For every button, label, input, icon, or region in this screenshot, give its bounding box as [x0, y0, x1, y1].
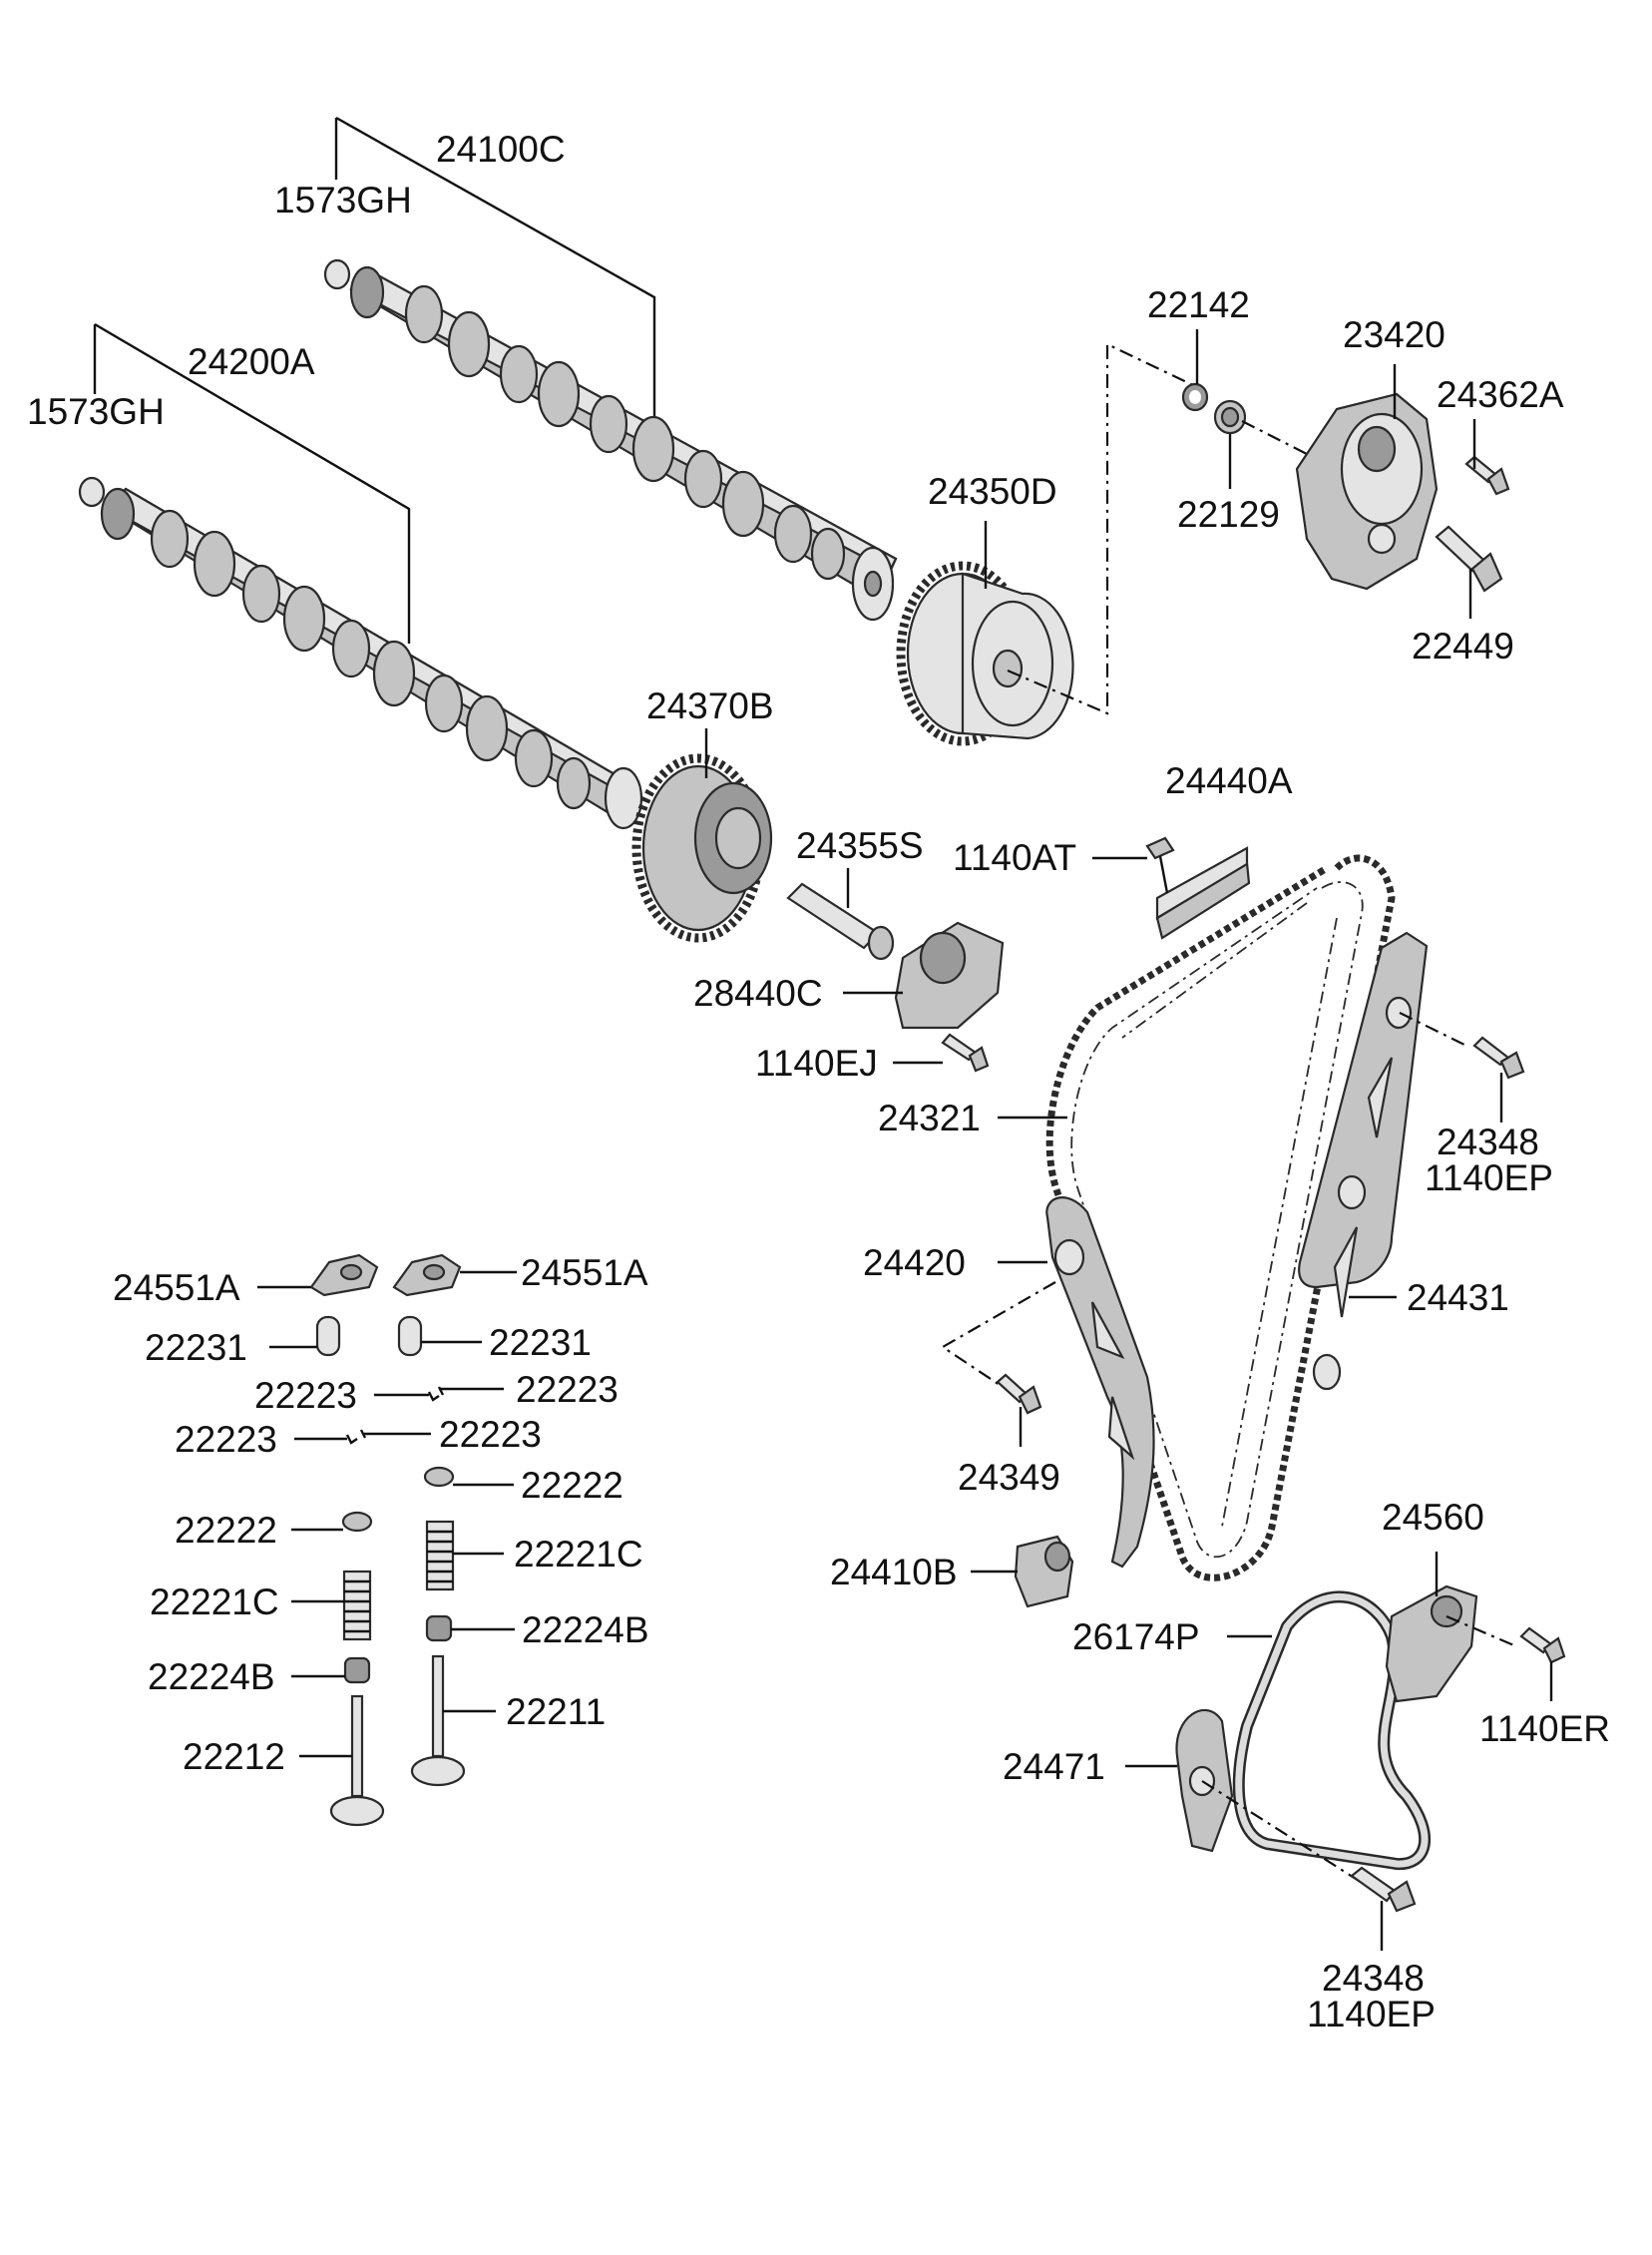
rocker-right-part	[392, 1253, 462, 1297]
exhaust-camshaft	[349, 265, 898, 622]
bolt-24348-b-dash	[1201, 1780, 1368, 1887]
bolt-1140er-part	[1519, 1626, 1566, 1664]
guide-24440a-part	[1155, 846, 1251, 940]
label-22142: 22142	[1147, 284, 1250, 325]
bolt-1140er-dash	[1446, 1614, 1517, 1648]
bolt-22449-part	[1435, 525, 1503, 593]
seal-22129-inner	[1220, 406, 1240, 428]
label-leaders	[257, 329, 1553, 1951]
bolt-1140at-part	[1145, 836, 1175, 894]
stemseal-right-part	[425, 1614, 453, 1642]
timing-chain	[1045, 854, 1396, 1581]
plug-1573gh-left	[78, 476, 106, 508]
label-24349: 24349	[958, 1457, 1060, 1498]
label-24471: 24471	[1003, 1746, 1105, 1787]
label-22449: 22449	[1412, 626, 1514, 667]
tensioner-24410b-part	[1014, 1535, 1074, 1608]
lash-right-part	[397, 1315, 423, 1357]
label-24560: 24560	[1382, 1497, 1484, 1538]
lash-left-part	[315, 1315, 341, 1357]
label-24410b: 24410B	[830, 1552, 958, 1592]
label-22221c-right: 22221C	[514, 1534, 643, 1575]
label-24200a: 24200A	[188, 341, 315, 382]
label-1573gh-top: 1573GH	[274, 180, 412, 221]
label-22231-right: 22231	[489, 1322, 592, 1363]
bolt-24349-dash	[940, 1281, 1056, 1388]
spring-right-part	[425, 1520, 455, 1591]
label-1140ep-b: 1140EP	[1307, 1994, 1436, 2034]
label-23420: 23420	[1343, 314, 1446, 355]
retainer-left-part	[341, 1511, 373, 1533]
exhaust-sprocket	[896, 561, 1074, 746]
seal-dashline	[1241, 420, 1308, 455]
label-26174p: 26174P	[1072, 1616, 1200, 1657]
label-28440c: 28440C	[693, 973, 823, 1014]
label-24551a-right: 24551A	[521, 1252, 648, 1293]
label-22223-l2: 22223	[175, 1419, 277, 1460]
label-22211: 22211	[506, 1691, 606, 1732]
label-1140ep-a: 1140EP	[1425, 1157, 1553, 1198]
label-24348-a: 24348	[1437, 1122, 1539, 1162]
keys-left-2-part	[345, 1429, 367, 1445]
label-22223-r2: 22223	[439, 1414, 542, 1455]
sprocket-dashline	[1007, 342, 1196, 715]
bolt-24348-a-dash	[1399, 1012, 1467, 1047]
camshaft-leaders	[93, 116, 656, 644]
spring-left-part	[342, 1570, 372, 1641]
intake-cvvt-sprocket	[631, 753, 773, 943]
label-1140ej: 1140EJ	[755, 1043, 878, 1084]
label-22212: 22212	[183, 1736, 285, 1777]
label-22223-l1: 22223	[254, 1375, 357, 1416]
label-22224b-right: 22224B	[522, 1609, 649, 1650]
intake-camshaft	[100, 487, 643, 830]
solenoid-28440c-part	[894, 921, 1005, 1030]
oilpump-belt	[1232, 1590, 1431, 1871]
bolt-24348-a-part	[1472, 1036, 1525, 1080]
cover-23420	[1295, 392, 1439, 591]
stemseal-left-part	[343, 1656, 371, 1684]
tensioner-24560-part	[1385, 1584, 1478, 1703]
lever-24420-part	[1045, 1196, 1155, 1569]
label-24100c: 24100C	[436, 129, 566, 170]
label-1140at: 1140AT	[953, 837, 1076, 878]
label-24362a: 24362A	[1437, 374, 1564, 415]
label-24420: 24420	[863, 1242, 966, 1283]
label-24321: 24321	[878, 1098, 981, 1138]
label-22221c-left: 22221C	[150, 1581, 279, 1622]
rocker-left-part	[309, 1253, 379, 1297]
valve-right-part	[410, 1654, 466, 1787]
label-24440a: 24440A	[1165, 760, 1293, 801]
label-22129: 22129	[1177, 494, 1280, 535]
bolt-24349-part	[996, 1373, 1042, 1415]
label-24551a-left: 24551A	[113, 1267, 240, 1308]
label-22222-left: 22222	[175, 1510, 277, 1551]
bolt-24355s-part	[786, 882, 895, 961]
retainer-right-part	[423, 1466, 455, 1488]
seal-22142-inner	[1189, 390, 1201, 404]
bolt-1140ej-part	[941, 1033, 990, 1073]
valve-left-part	[329, 1694, 385, 1827]
lever-24471-part	[1175, 1708, 1234, 1853]
plug-1573gh-top	[323, 258, 351, 290]
label-24355s: 24355S	[796, 825, 924, 866]
label-1140er: 1140ER	[1479, 1708, 1610, 1749]
label-24370b: 24370B	[646, 685, 774, 726]
label-22223-r1: 22223	[516, 1369, 619, 1410]
label-22222-right: 22222	[521, 1465, 623, 1506]
label-22231-left: 22231	[145, 1327, 247, 1368]
label-24350d: 24350D	[928, 471, 1057, 512]
guide-24431-part	[1298, 931, 1429, 1391]
label-24348-b: 24348	[1322, 1958, 1425, 1999]
label-1573gh-left: 1573GH	[27, 391, 165, 432]
label-24431: 24431	[1407, 1277, 1509, 1318]
part-labels: 24100C 1573GH 24200A 1573GH 22142 23420 …	[27, 129, 1610, 2034]
label-22224b-left: 22224B	[148, 1656, 275, 1697]
bolt-24348-b-part	[1350, 1866, 1417, 1913]
bolt-24362a-part	[1464, 455, 1510, 496]
